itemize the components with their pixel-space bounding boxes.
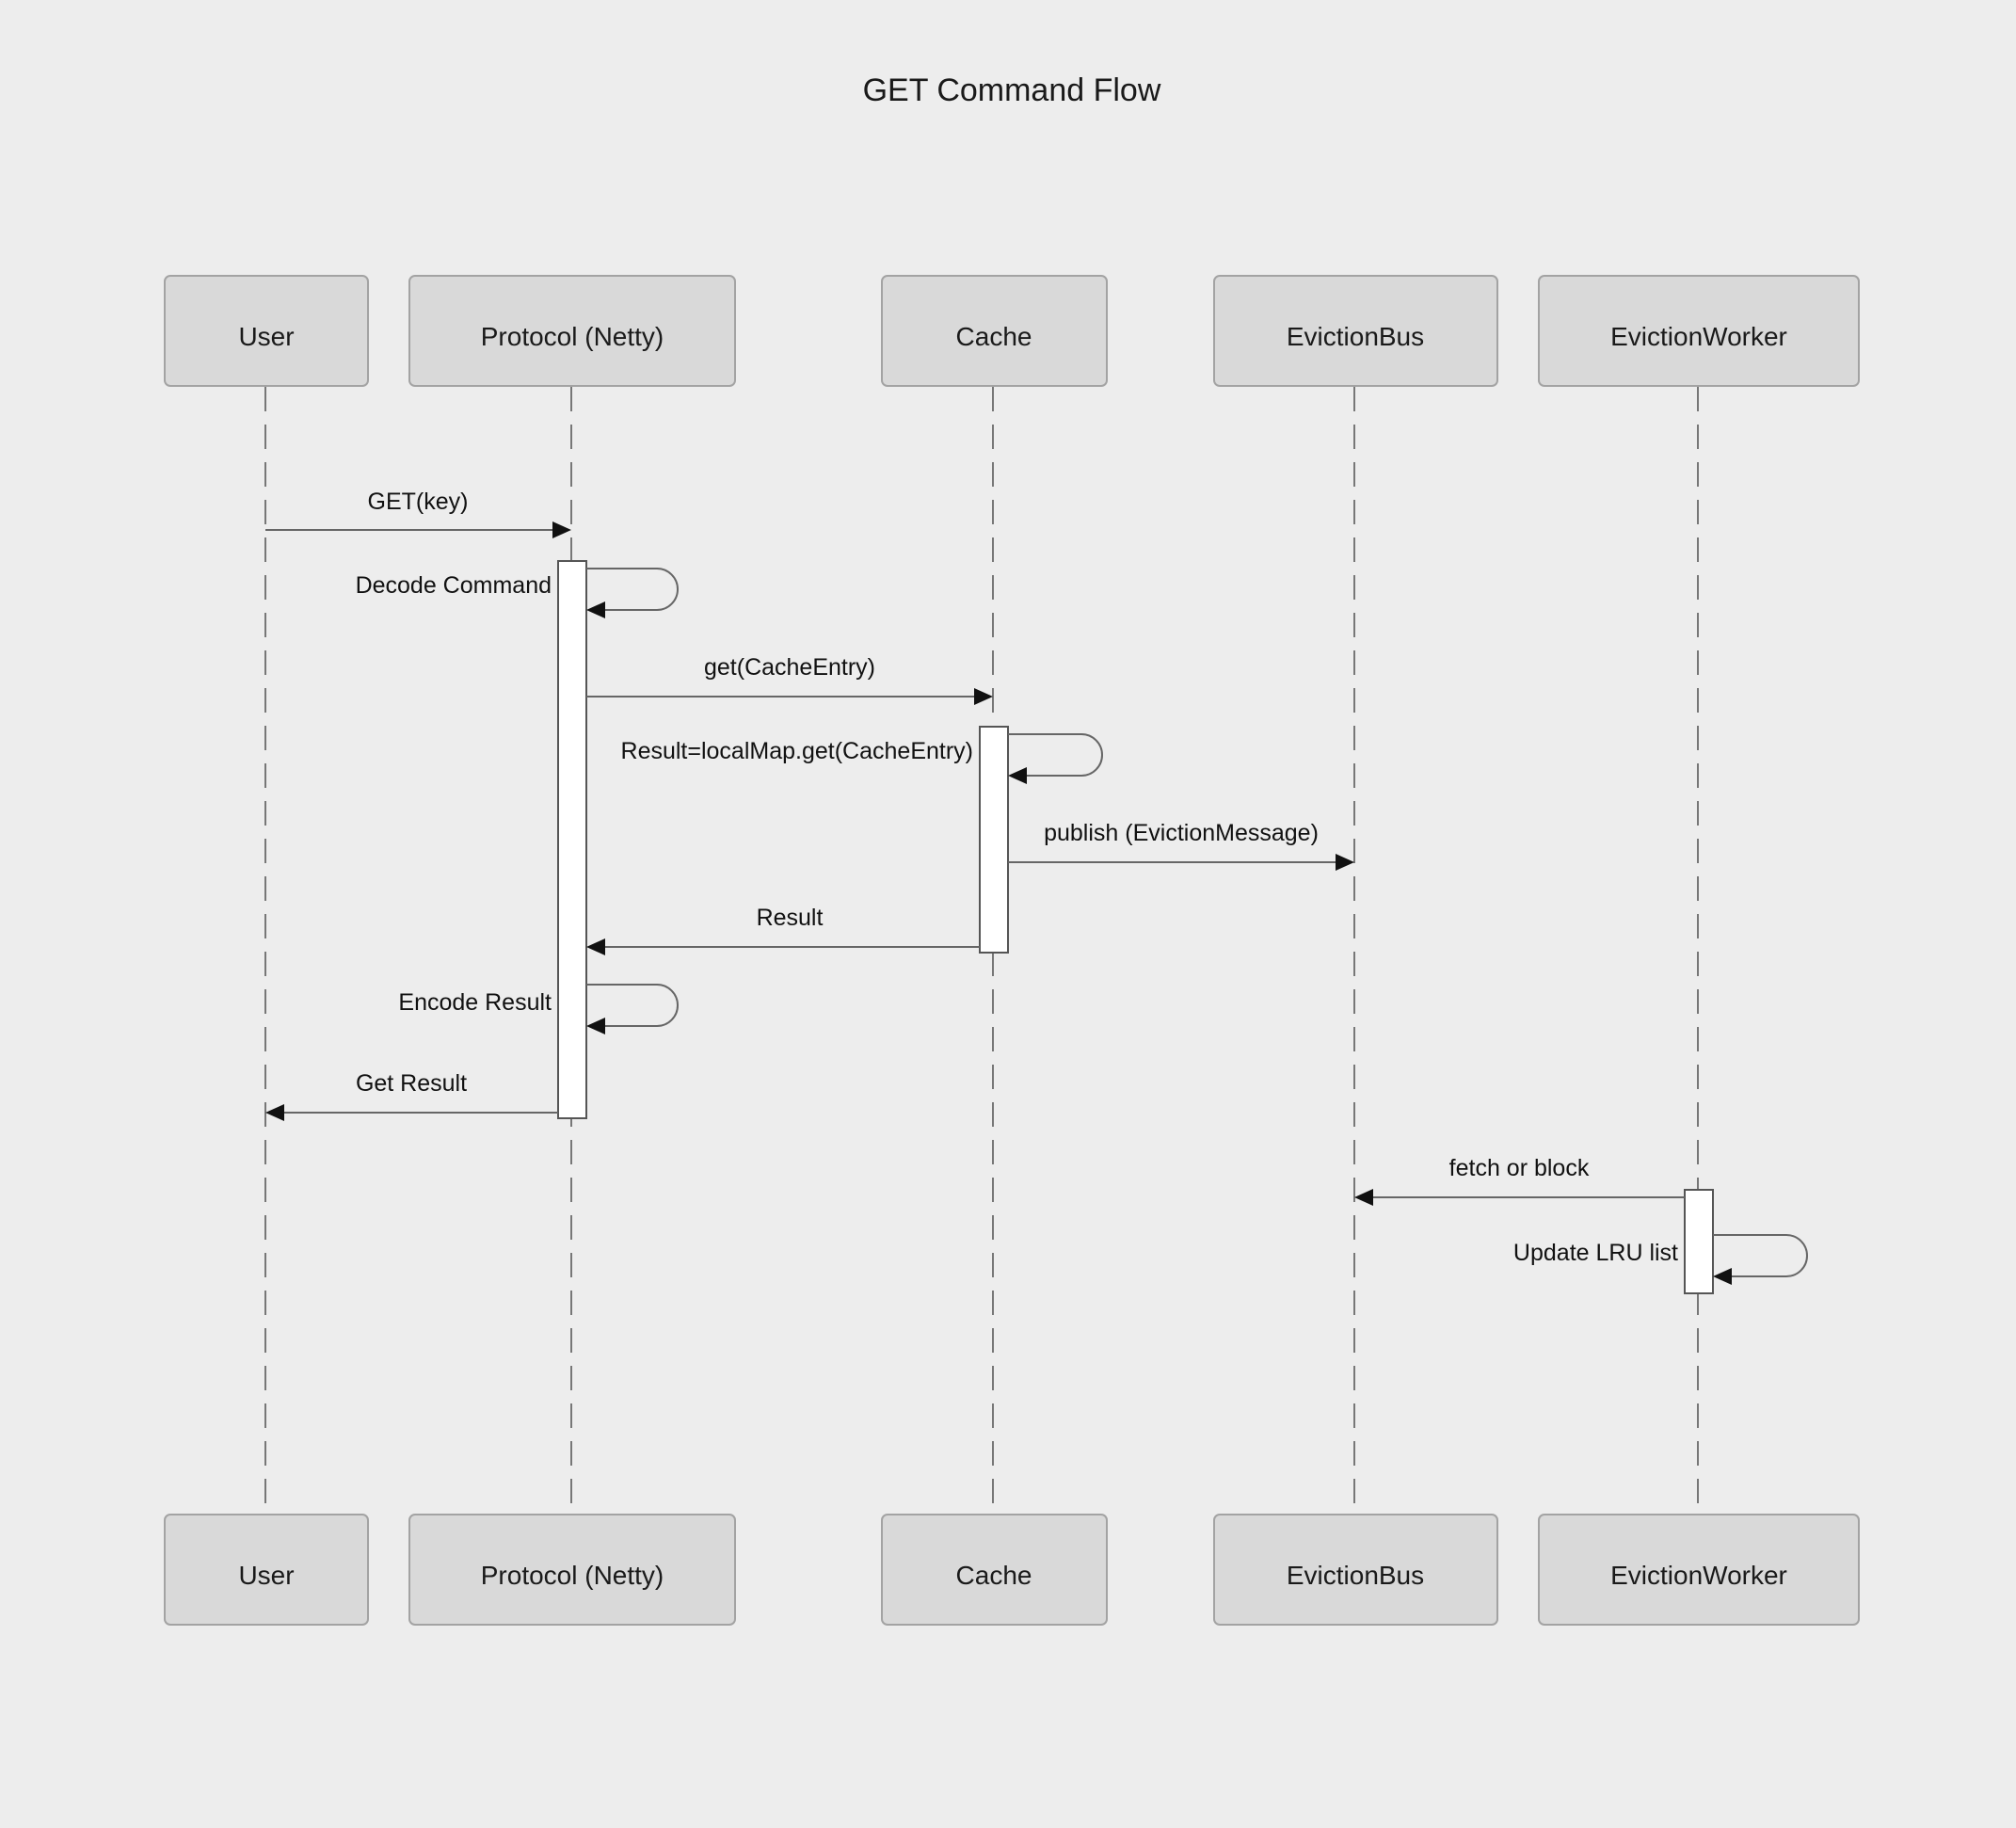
activation-cache xyxy=(979,726,1009,954)
message-label: publish (EvictionMessage) xyxy=(1044,820,1319,846)
message-publish-evictionmessage[interactable]: publish (EvictionMessage) xyxy=(1008,820,1354,871)
participant-label: EvictionBus xyxy=(1287,322,1424,351)
message-label: Encode Result xyxy=(398,989,552,1016)
message-label: Get Result xyxy=(356,1070,467,1097)
message-get-result[interactable]: Get Result xyxy=(265,1070,558,1121)
participant-user-bottom[interactable]: User xyxy=(164,1514,369,1626)
message-label: get(CacheEntry) xyxy=(704,654,875,681)
participant-protocol-bottom[interactable]: Protocol (Netty) xyxy=(408,1514,736,1626)
participant-label: Cache xyxy=(956,1561,1032,1590)
message-label: Result=localMap.get(CacheEntry) xyxy=(621,738,973,764)
messages: GET(key) Decode Command get(CacheEntry) … xyxy=(265,489,1809,1285)
arrowhead-icon xyxy=(1713,1268,1732,1285)
arrowhead-icon xyxy=(1354,1189,1373,1206)
participant-cache-top[interactable]: Cache xyxy=(881,275,1108,387)
arrowhead-icon xyxy=(586,601,605,618)
message-encode-result[interactable]: Encode Result xyxy=(398,984,680,1034)
participant-label: EvictionWorker xyxy=(1610,322,1787,351)
message-label: Result xyxy=(757,905,824,931)
arrowhead-icon xyxy=(1008,767,1027,784)
participant-label: EvictionWorker xyxy=(1610,1561,1787,1590)
participant-evictionworker-bottom[interactable]: EvictionWorker xyxy=(1538,1514,1860,1626)
message-label: Update LRU list xyxy=(1513,1240,1678,1266)
participant-user-top[interactable]: User xyxy=(164,275,369,387)
participant-label: EvictionBus xyxy=(1287,1561,1424,1590)
message-decode-command[interactable]: Decode Command xyxy=(356,568,680,618)
activation-protocol xyxy=(557,560,587,1119)
activations xyxy=(557,560,1714,1294)
diagram-title: GET Command Flow xyxy=(863,72,1161,108)
arrowhead-icon xyxy=(586,938,605,955)
participant-label: Protocol (Netty) xyxy=(481,322,664,351)
arrowhead-icon xyxy=(586,1018,605,1034)
message-label: GET(key) xyxy=(368,489,469,515)
participant-label: User xyxy=(238,322,294,351)
arrowhead-icon xyxy=(1336,854,1354,871)
arrowhead-icon xyxy=(552,521,571,538)
message-localmap-get[interactable]: Result=localMap.get(CacheEntry) xyxy=(621,733,1104,784)
arrowhead-icon xyxy=(974,688,993,705)
participants-bottom: User Protocol (Netty) Cache EvictionBus … xyxy=(164,1514,1860,1626)
message-label: Decode Command xyxy=(356,572,552,599)
message-result[interactable]: Result xyxy=(586,905,980,955)
participant-cache-bottom[interactable]: Cache xyxy=(881,1514,1108,1626)
participant-label: User xyxy=(238,1561,294,1590)
participant-label: Cache xyxy=(956,322,1032,351)
message-label: fetch or block xyxy=(1449,1155,1590,1181)
message-update-lru-list[interactable]: Update LRU list xyxy=(1513,1234,1809,1285)
participant-evictionbus-bottom[interactable]: EvictionBus xyxy=(1213,1514,1498,1626)
activation-evictionworker xyxy=(1684,1189,1714,1294)
arrowhead-icon xyxy=(265,1104,284,1121)
message-fetch-or-block[interactable]: fetch or block xyxy=(1354,1155,1685,1206)
message-get-cacheentry[interactable]: get(CacheEntry) xyxy=(586,654,993,705)
message-get-key[interactable]: GET(key) xyxy=(265,489,571,538)
participant-evictionworker-top[interactable]: EvictionWorker xyxy=(1538,275,1860,387)
participant-label: Protocol (Netty) xyxy=(481,1561,664,1590)
participant-protocol-top[interactable]: Protocol (Netty) xyxy=(408,275,736,387)
participant-evictionbus-top[interactable]: EvictionBus xyxy=(1213,275,1498,387)
participants-top: User Protocol (Netty) Cache EvictionBus … xyxy=(164,275,1860,387)
